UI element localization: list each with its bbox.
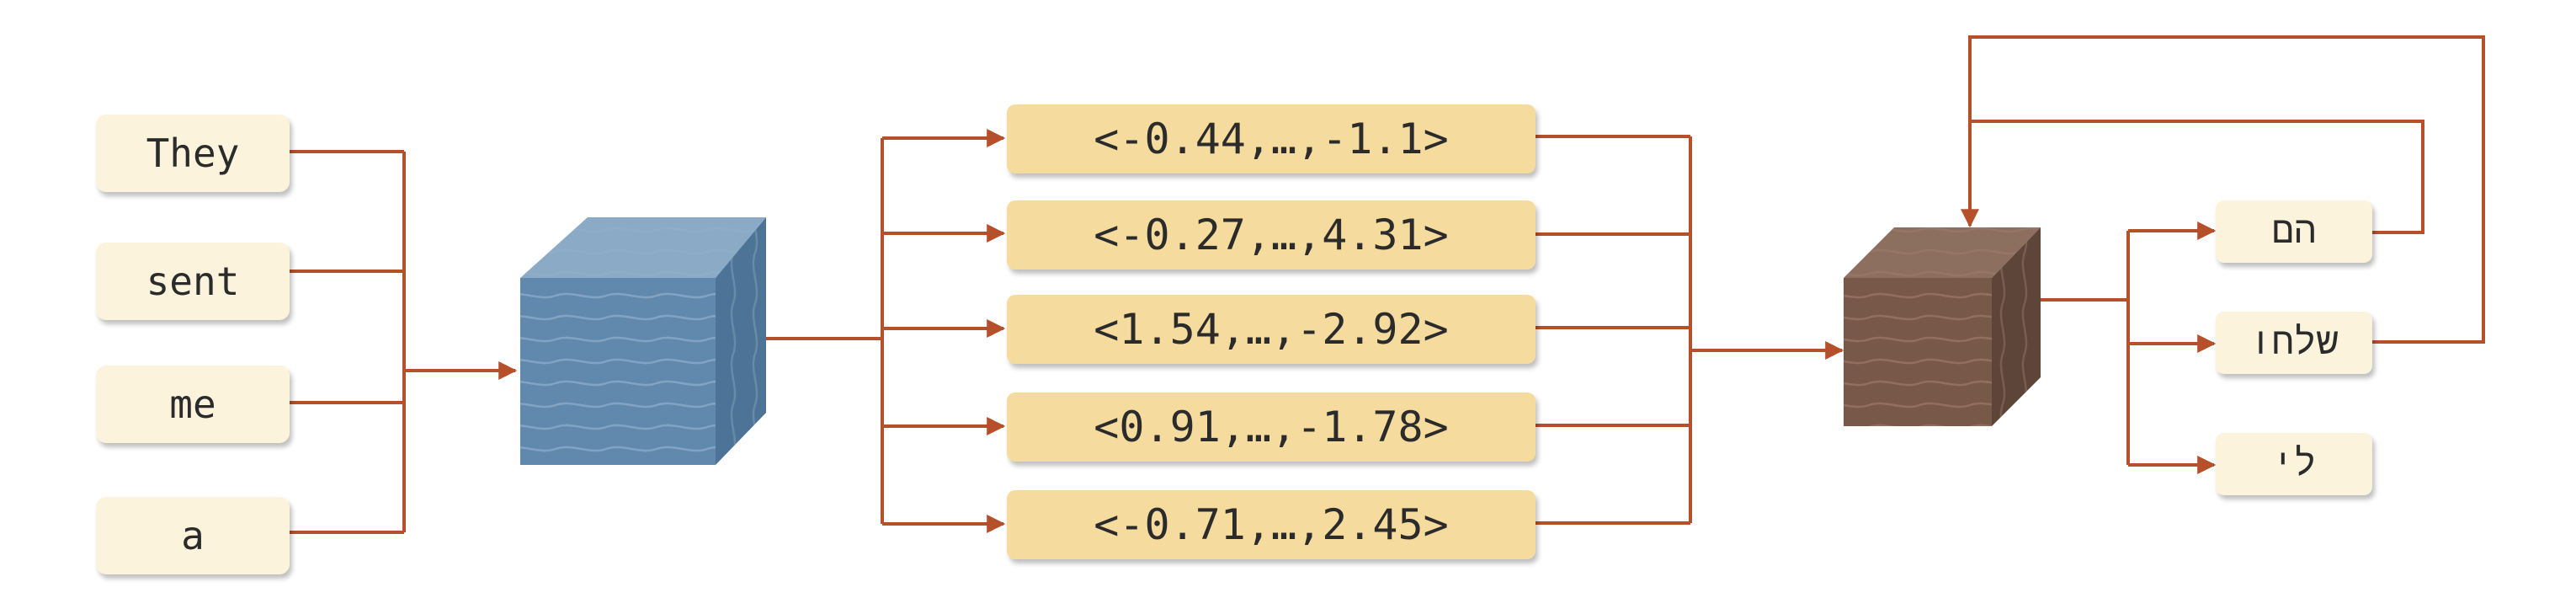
embedding-vector-box: <-0.44,…,-1.1>	[1007, 104, 1535, 174]
input-token-box: sent	[96, 243, 290, 320]
embedding-vector-label: <0.91,…,-1.78>	[1094, 403, 1449, 451]
input-token-label: sent	[146, 259, 240, 304]
output-token-label: לי	[2271, 441, 2317, 484]
wire-group	[290, 35, 2485, 534]
input-token-label: me	[169, 382, 216, 427]
output-token-label: הם	[2271, 209, 2317, 252]
encoder-cube-icon	[520, 217, 766, 465]
input-token-box: They	[96, 115, 290, 192]
input-token-box: me	[96, 366, 290, 443]
embedding-vector-box: <-0.27,…,4.31>	[1007, 200, 1535, 270]
embedding-vector-label: <-0.71,…,2.45>	[1094, 500, 1449, 549]
output-token-label: שלחו	[2249, 320, 2339, 363]
embedding-vector-box: <0.91,…,-1.78>	[1007, 392, 1535, 462]
feedback-loop-1	[1970, 120, 2424, 234]
embedding-vector-label: <-0.44,…,-1.1>	[1094, 115, 1449, 163]
output-token-box: לי	[2216, 433, 2372, 495]
embedding-vector-box: <-0.71,…,2.45>	[1007, 490, 1535, 559]
output-token-box: הם	[2216, 200, 2372, 263]
input-token-label: a	[181, 513, 205, 558]
output-token-box: שלחו	[2216, 312, 2372, 374]
embedding-vector-label: <-0.27,…,4.31>	[1094, 211, 1449, 259]
feedback-loop-2	[1961, 35, 2485, 344]
embedding-vector-box: <1.54,…,-2.92>	[1007, 295, 1535, 364]
embedding-vector-label: <1.54,…,-2.92>	[1094, 305, 1449, 354]
input-token-label: They	[146, 131, 240, 176]
decoder-cube-icon	[1844, 227, 2041, 426]
input-token-box: a	[96, 497, 290, 574]
